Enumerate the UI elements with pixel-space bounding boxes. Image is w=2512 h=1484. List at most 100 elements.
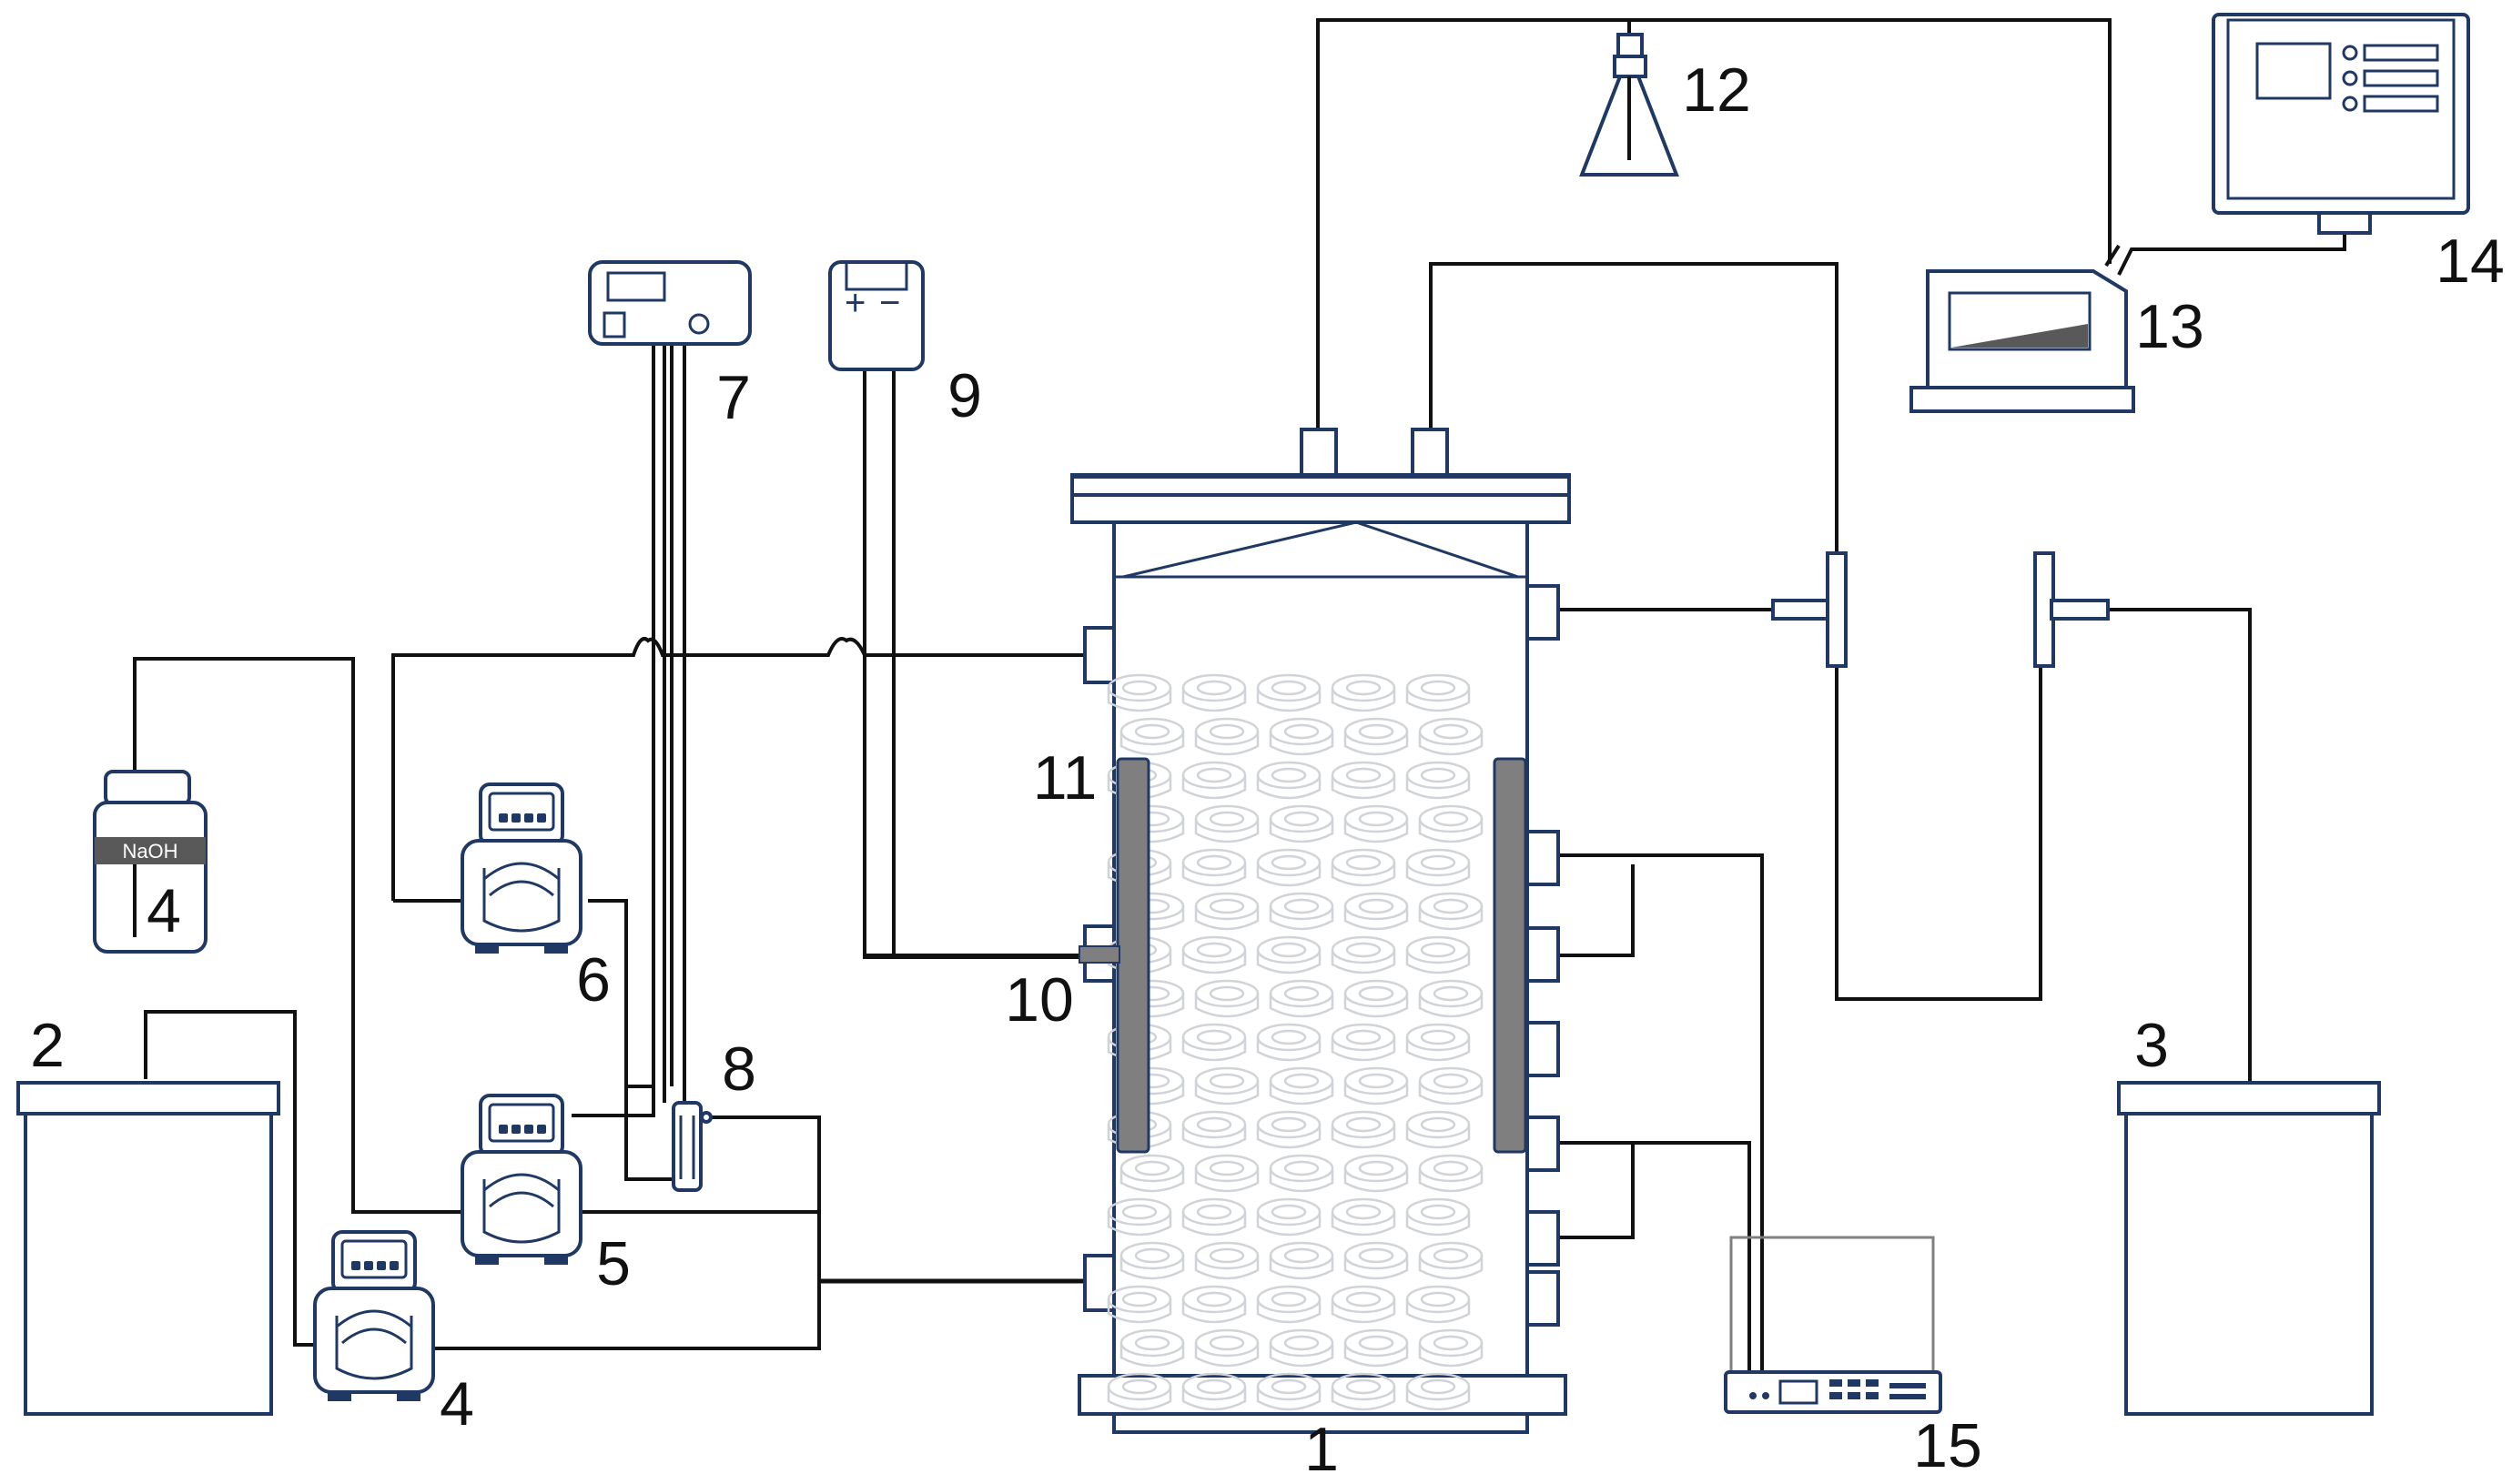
carrier-ring (1194, 979, 1260, 1018)
carrier-ring (1256, 1372, 1322, 1411)
carrier-ring (1119, 717, 1185, 756)
carrier-ring (1269, 1328, 1334, 1368)
tank-right (2117, 1081, 2381, 1416)
reactor-right-port (1525, 1270, 1560, 1327)
carrier-ring (1331, 761, 1396, 800)
carrier-ring (1107, 1197, 1172, 1237)
carrier-ring (1269, 1066, 1334, 1105)
carrier-ring (1107, 673, 1172, 712)
carrier-ring (1181, 761, 1247, 800)
label-pump-5: 5 (596, 1229, 631, 1298)
carrier-ring (1343, 892, 1409, 931)
carrier-ring (1343, 717, 1409, 756)
carrier-ring (1181, 935, 1247, 974)
reactor-top-port (1411, 428, 1449, 477)
label-tank-right: 3 (2134, 1011, 2169, 1080)
carrier-ring (1256, 1285, 1322, 1324)
carrier-ring (1418, 1154, 1484, 1193)
carrier-ring (1194, 1066, 1260, 1105)
carrier-ring (1269, 892, 1334, 931)
carrier-ring (1269, 979, 1334, 1018)
carrier-ring (1194, 1241, 1260, 1280)
carrier-ring (1194, 1328, 1260, 1368)
reactor-right-port (1525, 926, 1560, 983)
carrier-ring (1269, 804, 1334, 843)
carrier-ring (1194, 1154, 1260, 1193)
carrier-ring (1107, 1285, 1172, 1324)
carrier-ring (1119, 1241, 1185, 1280)
carrier-ring (1181, 1110, 1247, 1149)
carrier-ring (1256, 761, 1322, 800)
carrier-ring (1418, 1328, 1484, 1368)
label-pump-naoh: 4 (440, 1369, 474, 1439)
carrier-ring (1256, 673, 1322, 712)
carrier-ring (1181, 1197, 1247, 1237)
label-controller-7: 7 (716, 363, 751, 432)
label-logger-15: 15 (1913, 1411, 1982, 1480)
label-sensor-8: 8 (722, 1035, 756, 1104)
reactor-left-port (1083, 626, 1116, 684)
carrier-ring (1331, 848, 1396, 887)
plus-icon: + (845, 283, 866, 323)
carrier-ring (1181, 673, 1247, 712)
carrier-ring (1418, 717, 1484, 756)
carrier-ring (1418, 979, 1484, 1018)
label-tank-left: 2 (30, 1011, 65, 1080)
carrier-ring (1119, 1328, 1185, 1368)
controller-7 (588, 260, 752, 346)
carrier-ring (1181, 1023, 1247, 1062)
carrier-ring (1405, 1110, 1471, 1149)
carrier-ring (1256, 1110, 1322, 1149)
naoh-label: NaOH (122, 840, 177, 863)
reactor-right-port (1525, 584, 1560, 641)
carrier-ring (1405, 761, 1471, 800)
pump-5 (461, 1094, 582, 1265)
carrier-ring (1343, 804, 1409, 843)
electrode-right (1493, 757, 1527, 1154)
carrier-ring (1331, 1110, 1396, 1149)
carrier-ring (1269, 717, 1334, 756)
carrier-ring (1343, 1154, 1409, 1193)
logger-keypad (1829, 1379, 1926, 1399)
t-junction-left (1771, 551, 1848, 668)
label-computer-14: 14 (2436, 227, 2505, 296)
t-junction-right (2033, 551, 2110, 668)
carrier-ring (1181, 1372, 1247, 1411)
meter-13 (1909, 269, 2135, 413)
carrier-ring (1194, 717, 1260, 756)
tubing-lines (133, 18, 2346, 1401)
carrier-ring (1194, 804, 1260, 843)
carrier-ring (1331, 1285, 1396, 1324)
label-naoh-bottle: 4 (147, 876, 181, 945)
carrier-ring (1119, 1154, 1185, 1193)
carrier-ring (1331, 935, 1396, 974)
carrier-ring (1181, 1285, 1247, 1324)
label-meter-13: 13 (2135, 292, 2204, 361)
carrier-ring (1269, 1241, 1334, 1280)
carrier-ring (1405, 673, 1471, 712)
carrier-ring (1331, 1372, 1396, 1411)
label-reactor: 1 (1304, 1415, 1339, 1484)
carrier-ring (1405, 848, 1471, 887)
carrier-ring (1331, 1023, 1396, 1062)
carrier-ring (1418, 1241, 1484, 1280)
carrier-ring (1256, 1023, 1322, 1062)
reactor-right-port (1525, 1116, 1560, 1172)
reactor-right-port (1525, 1210, 1560, 1267)
carrier-ring (1256, 848, 1322, 887)
flask-12 (1579, 33, 1679, 177)
carrier-ring (1343, 1241, 1409, 1280)
carrier-ring (1405, 1197, 1471, 1237)
computer-14 (2212, 13, 2470, 235)
minus-icon: − (879, 283, 900, 323)
carrier-ring (1405, 1023, 1471, 1062)
carrier-ring (1181, 848, 1247, 887)
carrier-ring (1107, 1372, 1172, 1411)
sensor-8 (672, 1101, 713, 1192)
carrier-ring (1269, 1154, 1334, 1193)
pump-6 (461, 782, 582, 954)
label-pump-6: 6 (576, 945, 611, 1015)
carrier-ring (1405, 1285, 1471, 1324)
component-labels: 1 2 3 4 4 5 6 7 8 9 10 11 12 13 14 15 (30, 56, 2505, 1484)
